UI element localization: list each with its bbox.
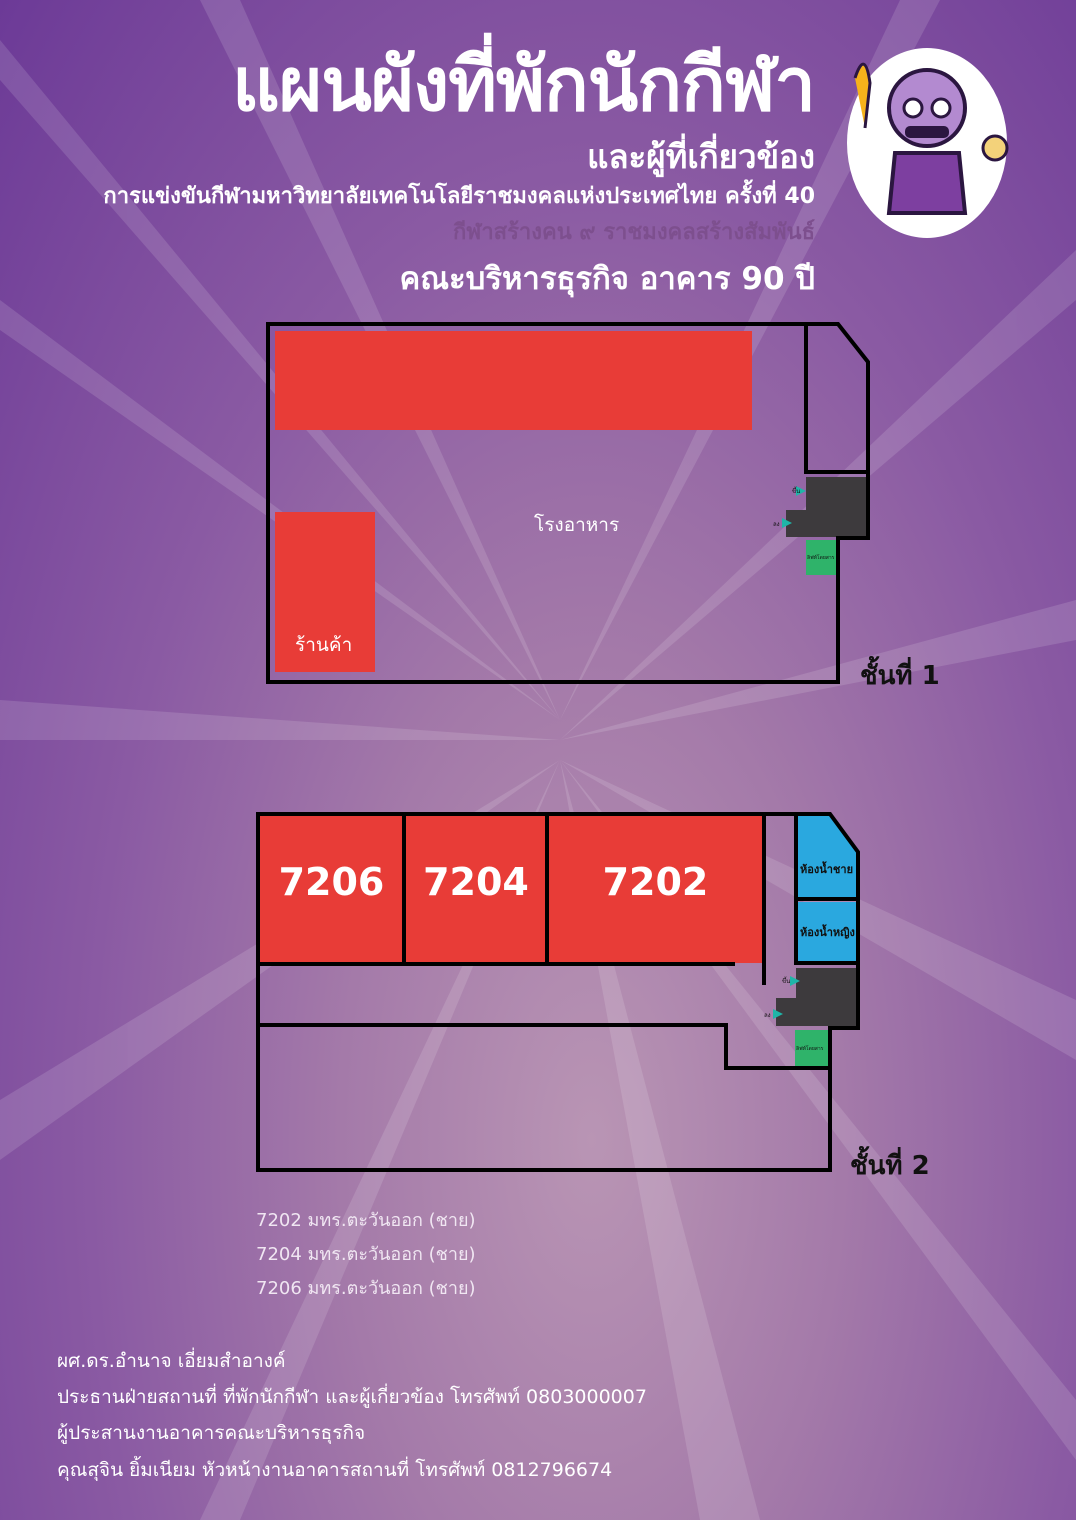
floor1-red-zone bbox=[275, 331, 752, 430]
women-restroom-label: ห้องน้ำหญิง bbox=[800, 926, 855, 939]
shop-label: ร้านค้า bbox=[295, 634, 353, 656]
room-7204-label: 7204 bbox=[423, 860, 529, 904]
room-7202-label: 7202 bbox=[602, 860, 709, 904]
men-restroom bbox=[797, 816, 856, 897]
room-7206-label: 7206 bbox=[278, 860, 385, 904]
shop-area bbox=[275, 512, 375, 672]
floor1-lift-label: ลิฟท์โดยสาร bbox=[807, 555, 835, 561]
contact-line: คุณสุจิน ยิ้มเนียม หัวหน้างานอาคารสถานที… bbox=[57, 1459, 613, 1481]
women-restroom bbox=[797, 902, 856, 962]
floor1-plan bbox=[266, 322, 870, 684]
floor2-up-label: ขึ้น bbox=[782, 978, 791, 985]
slogan: กีฬาสร้างคน ๙ ราชมงคลสร้างสัมพันธ์ bbox=[452, 220, 815, 245]
poster-title: แผนผังที่พักนักกีฬา bbox=[232, 42, 816, 128]
floor2-stairs-lower bbox=[776, 998, 826, 1026]
assignment-item: 7202 มทร.ตะวันออก (ชาย) bbox=[256, 1210, 476, 1231]
floor1-down-label: ลง bbox=[773, 521, 780, 528]
assignment-item: 7206 มทร.ตะวันออก (ชาย) bbox=[256, 1278, 476, 1299]
floor1-up-label: ขึ้น bbox=[792, 488, 801, 495]
floor1-label: ชั้นที่ 1 bbox=[860, 661, 940, 691]
floor2-down-label: ลง bbox=[764, 1012, 771, 1019]
floor1-lift bbox=[806, 540, 836, 575]
room-7204 bbox=[406, 816, 546, 963]
floor2-lift bbox=[795, 1030, 828, 1066]
contact-line: ผู้ประสานงานอาคารคณะบริหารธุรกิจ bbox=[57, 1422, 366, 1444]
event-name: การแข่งขันกีฬามหาวิทยาลัยเทคโนโลยีราชมงค… bbox=[103, 184, 815, 209]
building-name: คณะบริหารธุรกิจ อาคาร 90 ปี bbox=[399, 261, 816, 297]
room-7206 bbox=[260, 816, 403, 963]
contact-line: ผศ.ดร.อำนาจ เอี่ยมสำอางค์ bbox=[57, 1350, 286, 1372]
men-restroom-label: ห้องน้ำชาย bbox=[800, 863, 854, 876]
contact-line: ประธานฝ่ายสถานที่ ที่พักนักกีฬา และผู้เก… bbox=[57, 1386, 647, 1408]
cafeteria-label: โรงอาหาร bbox=[534, 514, 620, 536]
floor2-label: ชั้นที่ 2 bbox=[850, 1151, 930, 1181]
assignment-item: 7204 มทร.ตะวันออก (ชาย) bbox=[256, 1244, 476, 1265]
mascot-logo bbox=[847, 48, 1009, 238]
room-7202 bbox=[549, 816, 762, 963]
poster-subtitle: และผู้ที่เกี่ยวข้อง bbox=[587, 137, 815, 176]
floor2-plan bbox=[256, 812, 860, 1172]
floor1-stairs-lower bbox=[786, 510, 836, 537]
floor2-lift-label: ลิฟท์โดยสาร bbox=[796, 1046, 824, 1052]
